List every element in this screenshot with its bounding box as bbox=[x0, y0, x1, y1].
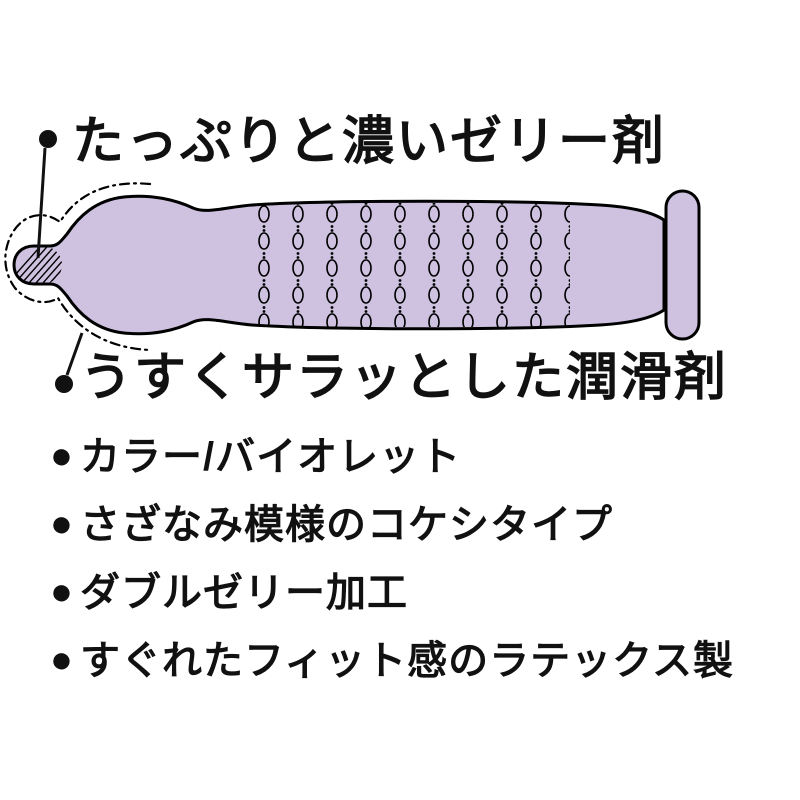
feature-list: ● カラー/バイオレット ● さざなみ模様のコケシタイプ ● ダブルゼリー加工 … bbox=[50, 436, 734, 708]
feature-label: すぐれたフィット感のラテックス製 bbox=[79, 639, 734, 683]
feature-label: ダブルゼリー加工 bbox=[79, 571, 408, 615]
jelly-outline-dashed bbox=[4, 182, 152, 352]
feature-label: カラー/バイオレット bbox=[79, 435, 462, 479]
feature-item: ● すぐれたフィット感のラテックス製 bbox=[50, 640, 734, 682]
feature-label: さざなみ模様のコケシタイプ bbox=[79, 503, 613, 547]
bullet-icon: ● bbox=[50, 571, 74, 614]
label-jelly: たっぷりと濃いゼリー剤 bbox=[72, 113, 667, 171]
feature-item: ● ダブルゼリー加工 bbox=[50, 572, 734, 614]
feature-item: ● さざなみ模様のコケシタイプ bbox=[50, 504, 734, 546]
feature-item: ● カラー/バイオレット bbox=[50, 436, 734, 478]
leader-top bbox=[36, 130, 57, 259]
bullet-icon: ● bbox=[50, 435, 74, 478]
ripple-texture bbox=[254, 203, 570, 327]
bullet-icon: ● bbox=[50, 503, 74, 546]
leader-bottom bbox=[55, 332, 84, 393]
label-lubricant: うすくサラッとした潤滑剤 bbox=[80, 349, 729, 407]
bullet-icon: ● bbox=[50, 639, 74, 682]
condom-rim bbox=[664, 189, 701, 341]
condom-illustration bbox=[4, 130, 701, 393]
